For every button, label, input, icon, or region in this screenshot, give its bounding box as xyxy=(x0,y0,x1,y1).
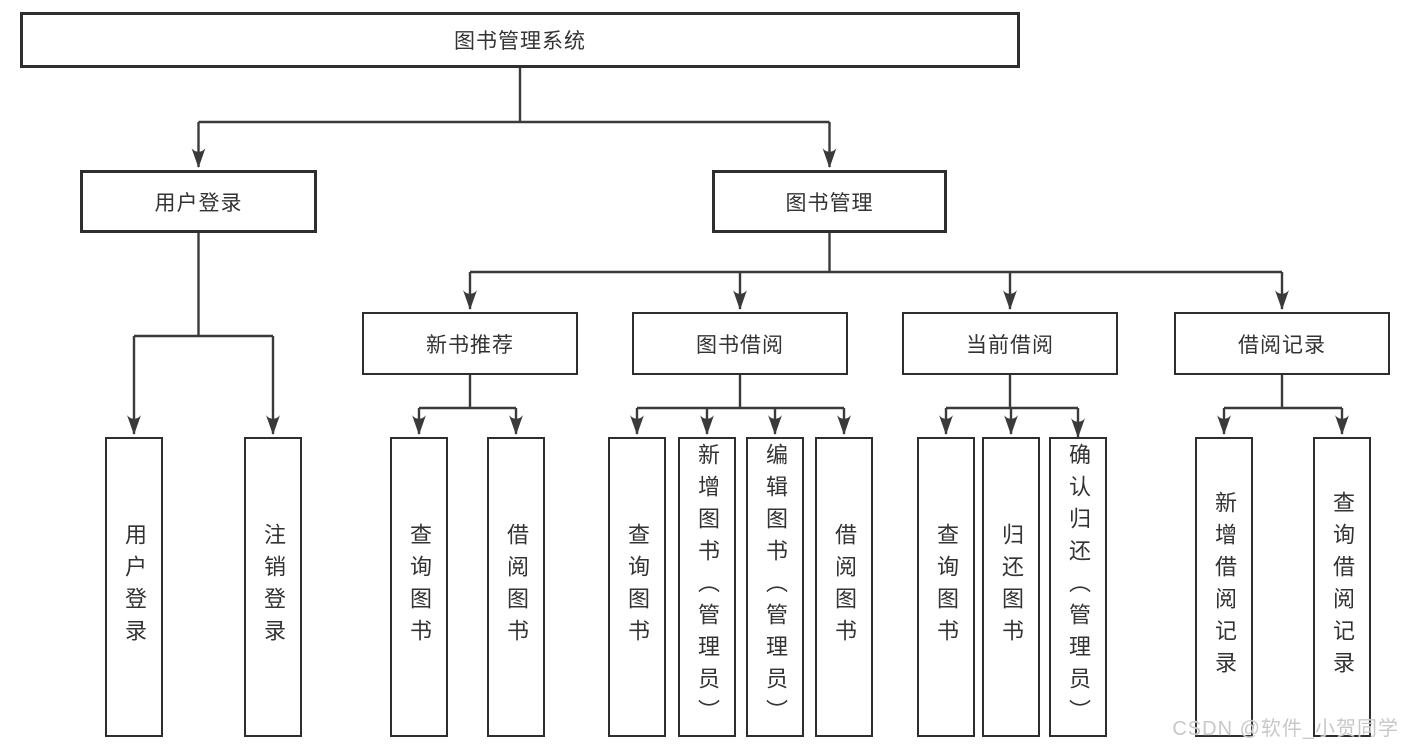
leaf-label: 借阅图书 xyxy=(504,523,529,651)
node-current-borrowing: 当前借阅 xyxy=(902,312,1118,375)
leaf-confirm-return-admin: 确认归还（管理员） xyxy=(1049,437,1107,737)
leaf-edit-books-admin: 编辑图书（管理员） xyxy=(746,437,804,737)
leaf-label: 确认归还（管理员） xyxy=(1066,443,1091,731)
node-label: 新书推荐 xyxy=(426,333,514,357)
csdn-watermark: CSDN @软件_小贺同学 xyxy=(1172,718,1399,740)
node-book-borrowing: 图书借阅 xyxy=(632,312,848,375)
leaf-label: 查询图书 xyxy=(625,523,650,651)
leaf-label: 查询借阅记录 xyxy=(1330,491,1355,683)
node-label: 借阅记录 xyxy=(1238,333,1326,357)
leaf-label: 注销登录 xyxy=(261,523,286,651)
leaf-borrow-books-recommend: 借阅图书 xyxy=(487,437,545,737)
leaf-label: 查询图书 xyxy=(407,523,432,651)
leaf-label: 归还图书 xyxy=(999,523,1024,651)
node-label: 图书管理 xyxy=(785,191,874,215)
leaf-query-borrow-record: 查询借阅记录 xyxy=(1313,437,1371,737)
node-borrowing-records: 借阅记录 xyxy=(1174,312,1390,375)
leaf-label: 查询图书 xyxy=(934,523,959,651)
node-label: 图书管理系统 xyxy=(454,30,586,53)
leaf-label: 借阅图书 xyxy=(832,523,857,651)
node-user-login: 用户登录 xyxy=(80,170,317,233)
leaf-label: 用户登录 xyxy=(122,523,147,651)
leaf-logout: 注销登录 xyxy=(244,437,302,737)
leaf-add-borrow-record: 新增借阅记录 xyxy=(1195,437,1253,737)
node-book-management: 图书管理 xyxy=(712,170,947,233)
leaf-label: 新增图书（管理员） xyxy=(695,443,720,731)
leaf-borrow-books: 借阅图书 xyxy=(815,437,873,737)
leaf-add-books-admin: 新增图书（管理员） xyxy=(678,437,736,737)
node-library-management-system: 图书管理系统 xyxy=(20,12,1020,68)
leaf-return-books: 归还图书 xyxy=(982,437,1040,737)
leaf-label: 编辑图书（管理员） xyxy=(763,443,788,731)
leaf-query-books-recommend: 查询图书 xyxy=(390,437,448,737)
node-label: 图书借阅 xyxy=(696,333,784,357)
leaf-query-books-current: 查询图书 xyxy=(917,437,975,737)
leaf-user-login: 用户登录 xyxy=(105,437,163,737)
node-new-book-recommend: 新书推荐 xyxy=(362,312,578,375)
leaf-query-books-borrow: 查询图书 xyxy=(608,437,666,737)
node-label: 用户登录 xyxy=(154,191,243,215)
node-label: 当前借阅 xyxy=(966,333,1054,357)
leaf-label: 新增借阅记录 xyxy=(1212,491,1237,683)
